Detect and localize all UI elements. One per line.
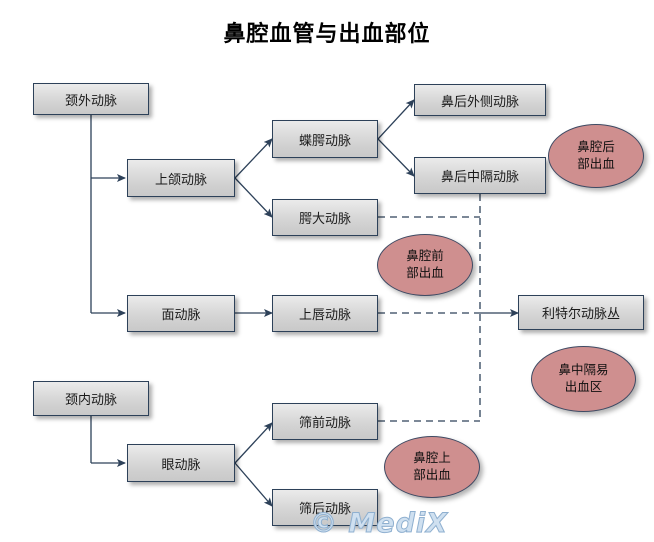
bleeding-site-septum[interactable]: 鼻中隔易 出血区 — [531, 346, 636, 412]
node-label: 腭大动脉 — [298, 212, 351, 227]
node-sphenopalatine[interactable]: 蝶腭动脉 — [272, 120, 378, 158]
bleeding-site-line2: 部出血 — [577, 156, 615, 171]
bleeding-site-line1: 鼻腔上 — [413, 450, 451, 466]
bleeding-site-line1: 鼻腔前 — [406, 248, 444, 264]
link-spheno-to-post-lateral — [377, 99, 415, 140]
link-maxillary-to-greater-palatine — [234, 177, 273, 218]
node-label: 面动脉 — [161, 308, 201, 323]
node-label: 颈内动脉 — [64, 393, 117, 408]
link-ophthalmic-to-post-ethmoidal — [234, 462, 273, 507]
bleeding-site-line2: 部出血 — [413, 467, 451, 482]
node-posterior-septal-nasal[interactable]: 鼻后中隔动脉 — [414, 157, 546, 194]
node-label: 筛后动脉 — [298, 502, 351, 517]
node-label: 鼻后中隔动脉 — [440, 170, 519, 185]
bleeding-site-line2: 出血区 — [564, 379, 603, 394]
node-little-plexus[interactable]: 利特尔动脉丛 — [518, 295, 644, 330]
link-spheno-to-post-septal — [377, 138, 415, 177]
node-label: 颈外动脉 — [64, 93, 117, 109]
bleeding-site-posterior[interactable]: 鼻腔后 部出血 — [548, 124, 644, 188]
link-ophthalmic-to-ant-ethmoidal — [234, 422, 273, 464]
node-posterior-lateral-nasal[interactable]: 鼻后外侧动脉 — [414, 84, 546, 116]
node-label: 利特尔动脉丛 — [541, 307, 620, 322]
node-label: 上唇动脉 — [298, 308, 351, 323]
bleeding-site-superior[interactable]: 鼻腔上 部出血 — [384, 436, 480, 498]
node-external-carotid[interactable]: 颈外动脉 — [33, 83, 149, 115]
bleeding-site-line1: 鼻腔后 — [577, 139, 615, 155]
page-title: 鼻腔血管与出血部位 — [223, 22, 431, 47]
bleeding-site-line1: 鼻中隔易 — [558, 362, 609, 378]
node-superior-labial[interactable]: 上唇动脉 — [272, 295, 378, 332]
node-facial[interactable]: 面动脉 — [127, 295, 235, 332]
bleeding-site-anterior[interactable]: 鼻腔前 部出血 — [377, 234, 473, 296]
node-ophthalmic[interactable]: 眼动脉 — [127, 444, 235, 482]
link-maxillary-to-sphenopalatine — [234, 138, 273, 179]
bleeding-site-line2: 部出血 — [406, 265, 444, 280]
node-maxillary[interactable]: 上颌动脉 — [127, 159, 235, 197]
node-posterior-ethmoidal[interactable]: 筛后动脉 — [272, 489, 378, 526]
node-label: 蝶腭动脉 — [298, 133, 351, 149]
node-label: 上颌动脉 — [154, 172, 207, 188]
node-anterior-ethmoidal[interactable]: 筛前动脉 — [272, 403, 378, 440]
node-greater-palatine[interactable]: 腭大动脉 — [272, 199, 378, 236]
node-label: 筛前动脉 — [298, 416, 351, 431]
node-label: 鼻后外侧动脉 — [440, 94, 519, 110]
node-internal-carotid[interactable]: 颈内动脉 — [33, 381, 149, 416]
watermark: © MediX — [310, 508, 448, 540]
node-label: 眼动脉 — [161, 457, 201, 473]
